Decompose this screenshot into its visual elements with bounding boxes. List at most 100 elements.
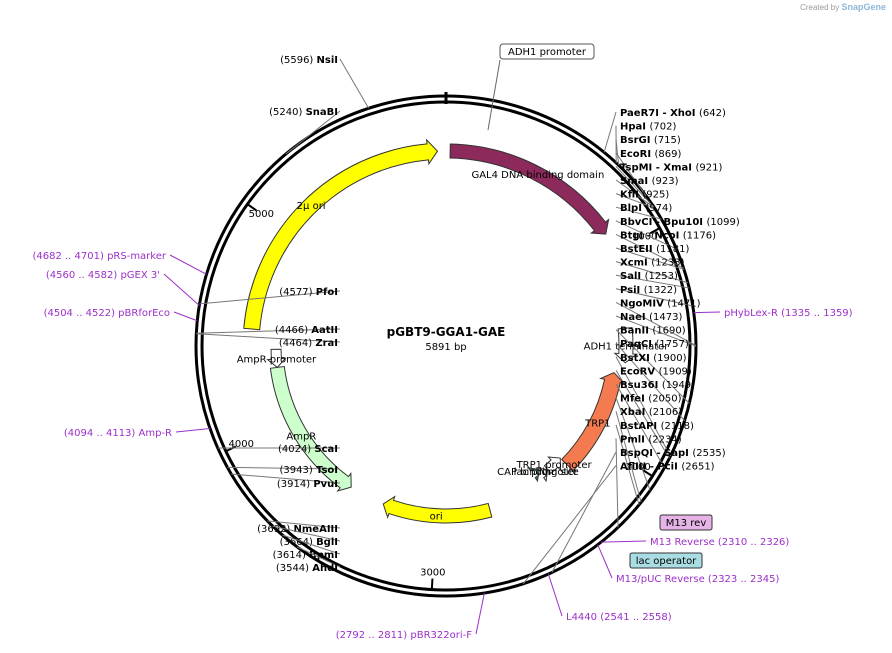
feature-label: AmpR [286, 431, 316, 442]
adh1-promoter-label: ADH1 promoter [508, 47, 587, 58]
primer-label[interactable]: (4504 .. 4522) pBRforEco [44, 308, 170, 319]
restriction-site-label[interactable]: (3614) BpmI [273, 550, 338, 561]
site-position: (715) [654, 135, 681, 146]
site-leader [522, 465, 617, 585]
restriction-site-label[interactable]: EcoRI (869) [620, 149, 682, 160]
restriction-site-label[interactable]: (3914) PvuI [277, 479, 338, 490]
restriction-site-label[interactable]: (4024) ScaI [278, 444, 338, 455]
primer-label[interactable]: M13 Reverse (2310 .. 2326) [650, 537, 789, 548]
restriction-site-label[interactable]: (5596) NsiI [280, 55, 338, 66]
boxed-feature-label[interactable]: lac operator [636, 556, 697, 567]
tick-mark [246, 203, 258, 212]
restriction-site-label[interactable]: PaeR7I - XhoI (642) [620, 108, 726, 119]
restriction-site-label[interactable]: BsrGI (715) [620, 135, 681, 146]
site-position: (2118) [661, 421, 694, 432]
restriction-site-label[interactable]: KflI (925) [620, 190, 669, 201]
site-position: (1471) [667, 298, 700, 309]
site-leader [615, 411, 642, 503]
site-name: SmaI [620, 176, 652, 187]
site-name: NaeI [620, 312, 649, 323]
restriction-site-label[interactable]: BanII (1690) [620, 326, 686, 337]
restriction-site-label[interactable]: (4466) AatII [275, 325, 338, 336]
site-leader [615, 342, 685, 421]
site-leader [603, 111, 617, 153]
restriction-site-label[interactable]: BlpI (974) [620, 203, 672, 214]
primer-label[interactable]: M13/pUC Reverse (2323 .. 2345) [616, 574, 779, 585]
restriction-site-label[interactable]: (4577) PfoI [279, 287, 338, 298]
boxed-feature [629, 552, 703, 569]
restriction-site-label[interactable]: (3664) BglI [280, 537, 338, 548]
site-leader [615, 261, 689, 284]
site-position: (1181) [656, 244, 689, 255]
site-position: (2106) [649, 407, 682, 418]
restriction-site-label[interactable]: BstXI (1900) [620, 353, 687, 364]
restriction-site-label[interactable]: SalI (1253) [620, 271, 678, 282]
restriction-site-label[interactable]: BbvCI - Bpu10I (1099) [620, 217, 740, 228]
primer-label[interactable]: (2792 .. 2811) pBR322ori-F [336, 630, 472, 641]
restriction-site-label[interactable]: XbaI (2106) [620, 407, 682, 418]
restriction-site-label[interactable]: NaeI (1473) [620, 312, 682, 323]
adh1-promoter-box [499, 43, 595, 60]
restriction-site-label[interactable]: NgoMIV (1471) [620, 298, 701, 309]
site-name: - Bpu10I [656, 217, 707, 228]
primer-leader [693, 311, 721, 314]
restriction-site-label[interactable]: TspMI - XmaI (921) [620, 162, 722, 173]
primer-label[interactable]: (4094 .. 4113) Amp-R [64, 428, 172, 439]
site-leader [296, 546, 341, 568]
restriction-site-label[interactable]: BstAPI (2118) [620, 421, 694, 432]
restriction-site-label[interactable]: SmaI (923) [620, 176, 679, 187]
site-leader [615, 397, 651, 491]
restriction-site-label[interactable]: (4464) ZraI [279, 338, 338, 349]
restriction-site-label[interactable]: BtgI - NcoI (1176) [620, 230, 716, 241]
restriction-site-label[interactable]: AflIII - PciI (2651) [620, 462, 715, 473]
site-name: NgoMIV [620, 298, 667, 309]
primer-label[interactable]: (4560 .. 4582) pGEX 3' [46, 270, 160, 281]
restriction-site-label[interactable]: HpaI (702) [620, 122, 676, 133]
site-leader [615, 233, 684, 269]
primer-label[interactable]: (4682 .. 4701) pRS-marker [32, 251, 166, 262]
site-position: (2050) [648, 394, 681, 405]
feature-label: CAP binding site [497, 467, 579, 478]
primer-leader [163, 273, 200, 306]
tick-label: 5000 [249, 209, 274, 220]
restriction-site-label[interactable]: EcoRV (1909) [620, 366, 692, 377]
restriction-site-label[interactable]: BspQI - SapI (2535) [620, 448, 726, 459]
site-name: - SapI [656, 448, 692, 459]
restriction-site-label[interactable]: PmlI (2234) [620, 434, 682, 445]
restriction-site-label[interactable]: MfeI (2050) [620, 394, 682, 405]
restriction-site-label[interactable]: BstEII (1181) [620, 244, 689, 255]
site-name: TspMI [620, 162, 656, 173]
restriction-site-label[interactable]: (3544) AhdI [276, 563, 338, 574]
restriction-site-label[interactable]: (3692) NmeAIII [257, 524, 338, 535]
site-name: NsiI [317, 55, 338, 66]
site-leader [615, 424, 640, 505]
restriction-site-label[interactable]: PsiI (1322) [620, 285, 677, 296]
tick-mark [430, 578, 434, 590]
site-leader [615, 139, 620, 166]
site-leader [615, 383, 665, 468]
snapgene-credit: Created by SnapGene [800, 2, 886, 12]
site-name: BpmI [309, 550, 338, 561]
tick-mark [225, 445, 237, 453]
restriction-site-label[interactable]: (3943) TsoI [280, 465, 338, 476]
restriction-site-label[interactable]: PaqCI (1757) [620, 339, 689, 350]
primer-label[interactable]: L4440 (2541 .. 2558) [566, 612, 672, 623]
restriction-site-label[interactable]: XcmI (1233) [620, 258, 685, 269]
primer-label[interactable]: pHybLex-R (1335 .. 1359) [724, 308, 853, 319]
restriction-site-label[interactable]: (5240) SnaBI [269, 107, 338, 118]
feature-label: ori [430, 512, 443, 523]
site-position: (3943) [280, 465, 316, 476]
site-position: (1322) [644, 285, 677, 296]
site-name: ZraI [315, 338, 338, 349]
boxed-feature-label[interactable]: M13 rev [666, 518, 707, 529]
feature-label: TRP1 [584, 418, 610, 429]
site-name: - XmaI [656, 162, 696, 173]
site-name: Bsu36I [620, 380, 662, 391]
site-name: HpaI [620, 122, 649, 133]
site-name: PmlI [620, 434, 648, 445]
site-leader [199, 290, 341, 305]
site-position: (3544) [276, 563, 312, 574]
restriction-site-label[interactable]: Bsu36I (1949) [620, 380, 695, 391]
